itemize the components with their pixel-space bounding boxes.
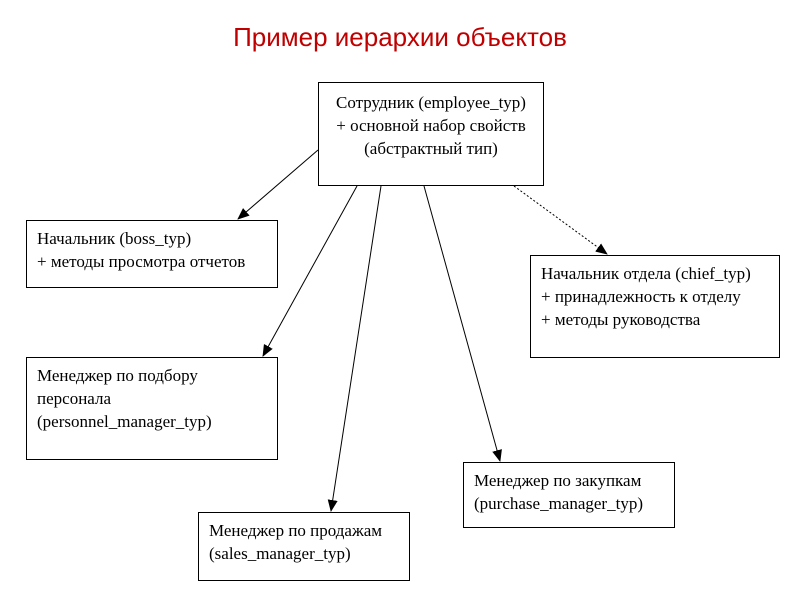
node-line: Начальник отдела (chief_typ) bbox=[541, 264, 751, 283]
node-line: (sales_manager_typ) bbox=[209, 544, 351, 563]
node-line: Менеджер по подбору bbox=[37, 366, 198, 385]
node-sales-manager-typ: Менеджер по продажам (sales_manager_typ) bbox=[198, 512, 410, 581]
node-line: (абстрактный тип) bbox=[364, 139, 498, 158]
edge-root-sales bbox=[327, 185, 382, 512]
edge-root-chief bbox=[513, 185, 608, 255]
node-line: Менеджер по продажам bbox=[209, 521, 383, 540]
edge-root-purchase bbox=[423, 185, 502, 462]
node-boss-typ: Начальник (boss_typ) + методы просмотра … bbox=[26, 220, 278, 288]
node-line: Начальник (boss_typ) bbox=[37, 229, 192, 248]
diagram-title: Пример иерархии объектов bbox=[233, 22, 567, 52]
node-line: + методы руководства bbox=[541, 310, 701, 329]
node-personnel-manager-typ: Менеджер по подбору персонала (personnel… bbox=[26, 357, 278, 460]
node-line: + принадлежность к отделу bbox=[541, 287, 741, 306]
node-chief-typ: Начальник отдела (chief_typ) + принадлеж… bbox=[530, 255, 780, 358]
node-line: персонала bbox=[37, 389, 112, 408]
edge-root-boss bbox=[237, 149, 319, 220]
node-line: (personnel_manager_typ) bbox=[37, 412, 212, 431]
node-line: Сотрудник (employee_typ) bbox=[336, 93, 526, 112]
node-line: + основной набор свойств bbox=[336, 116, 526, 135]
node-employee-typ: Сотрудник (employee_typ) + основной набо… bbox=[318, 82, 544, 186]
node-line: + методы просмотра отчетов bbox=[37, 252, 246, 271]
edge-root-personnel bbox=[262, 185, 358, 357]
node-purchase-manager-typ: Менеджер по закупкам (purchase_manager_t… bbox=[463, 462, 675, 528]
node-line: Менеджер по закупкам bbox=[474, 471, 642, 490]
node-line: (purchase_manager_typ) bbox=[474, 494, 643, 513]
